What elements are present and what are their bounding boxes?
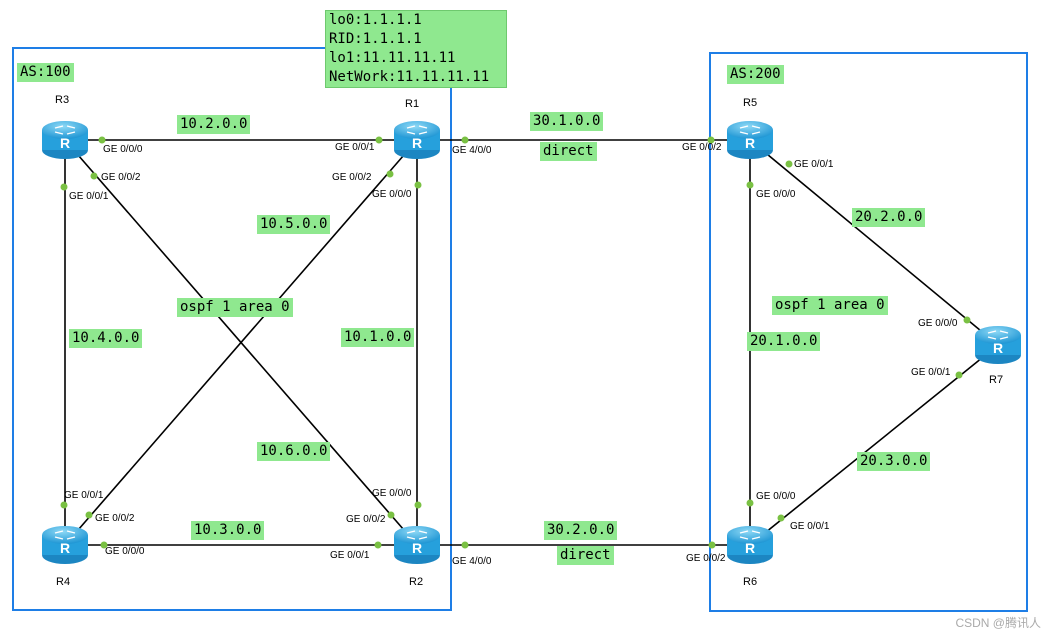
router-r1-label: R1	[405, 98, 419, 110]
iface-r3-ge001: GE 0/0/1	[69, 191, 109, 202]
router-r5-label: R5	[743, 97, 757, 109]
iface-r3-ge002: GE 0/0/2	[101, 172, 141, 183]
router-r2-icon[interactable]	[393, 525, 441, 565]
iface-r1-ge000: GE 0/0/0	[372, 189, 412, 200]
iface-r7-ge001: GE 0/0/1	[911, 367, 951, 378]
iface-r2-ge400: GE 4/0/0	[452, 556, 492, 567]
port-dots	[60, 136, 971, 549]
iface-r2-ge000: GE 0/0/0	[372, 488, 412, 499]
ospf-label-as200: ospf 1 area 0	[772, 296, 888, 315]
iface-r2-ge002: GE 0/0/2	[346, 514, 386, 525]
router-r7-icon[interactable]	[974, 325, 1022, 365]
iface-r4-ge001: GE 0/0/1	[64, 490, 104, 501]
iface-r6-ge002: GE 0/0/2	[686, 553, 726, 564]
net-label-direct-top: direct	[540, 142, 597, 161]
router-r3-icon[interactable]	[41, 120, 89, 160]
net-label-direct-bottom: direct	[557, 546, 614, 565]
iface-r4-ge002: GE 0/0/2	[95, 513, 135, 524]
as-100-boundary	[12, 47, 452, 611]
as-200-boundary	[709, 52, 1028, 612]
iface-r1-ge400: GE 4/0/0	[452, 145, 492, 156]
router-r2-label: R2	[409, 576, 423, 588]
link-r6-r7	[749, 344, 999, 546]
iface-r5-ge000: GE 0/0/0	[756, 189, 796, 200]
iface-r1-ge002: GE 0/0/2	[332, 172, 372, 183]
as-100-label: AS:100	[17, 63, 74, 82]
router-r5-icon[interactable]	[726, 120, 774, 160]
net-label-10-3: 10.3.0.0	[191, 521, 265, 540]
info-line-2: RID:1.1.1.1	[329, 31, 422, 47]
info-line-4: NetWork:11.11.11.11	[329, 69, 490, 85]
iface-r6-ge000: GE 0/0/0	[756, 491, 796, 502]
as-200-label: AS:200	[727, 65, 784, 84]
iface-r3-ge000: GE 0/0/0	[103, 144, 143, 155]
iface-r7-ge000: GE 0/0/0	[918, 318, 958, 329]
router-r3-label: R3	[55, 94, 69, 106]
iface-r5-ge002: GE 0/0/2	[682, 142, 722, 153]
router-r4-icon[interactable]	[41, 525, 89, 565]
net-label-20-3: 20.3.0.0	[857, 452, 931, 471]
net-label-10-5: 10.5.0.0	[257, 215, 331, 234]
links	[64, 139, 999, 546]
iface-r1-ge001: GE 0/0/1	[335, 142, 375, 153]
iface-r5-ge001: GE 0/0/1	[794, 159, 834, 170]
r1-info-box: lo0:1.1.1.1 RID:1.1.1.1 lo1:11.11.11.11 …	[325, 10, 507, 88]
iface-r4-ge000: GE 0/0/0	[105, 546, 145, 557]
net-label-30-1: 30.1.0.0	[530, 112, 604, 131]
info-line-3: lo1:11.11.11.11	[329, 50, 456, 66]
link-r5-r7	[749, 139, 999, 346]
net-label-20-2: 20.2.0.0	[852, 208, 926, 227]
net-label-10-1: 10.1.0.0	[341, 328, 415, 347]
iface-r6-ge001: GE 0/0/1	[790, 521, 830, 532]
router-r6-label: R6	[743, 576, 757, 588]
router-r7-label: R7	[989, 374, 1003, 386]
net-label-10-6: 10.6.0.0	[257, 442, 331, 461]
net-label-20-1: 20.1.0.0	[747, 332, 821, 351]
net-label-30-2: 30.2.0.0	[544, 521, 618, 540]
link-r1-r4	[64, 139, 418, 546]
iface-r2-ge001: GE 0/0/1	[330, 550, 370, 561]
router-r1-icon[interactable]	[393, 120, 441, 160]
watermark: CSDN @腾讯人	[955, 616, 1041, 630]
router-r6-icon[interactable]	[726, 525, 774, 565]
router-r4-label: R4	[56, 576, 70, 588]
ospf-label-as100: ospf 1 area 0	[177, 298, 293, 317]
info-line-1: lo0:1.1.1.1	[329, 12, 422, 28]
net-label-10-4: 10.4.0.0	[69, 329, 143, 348]
net-label-10-2: 10.2.0.0	[177, 115, 251, 134]
